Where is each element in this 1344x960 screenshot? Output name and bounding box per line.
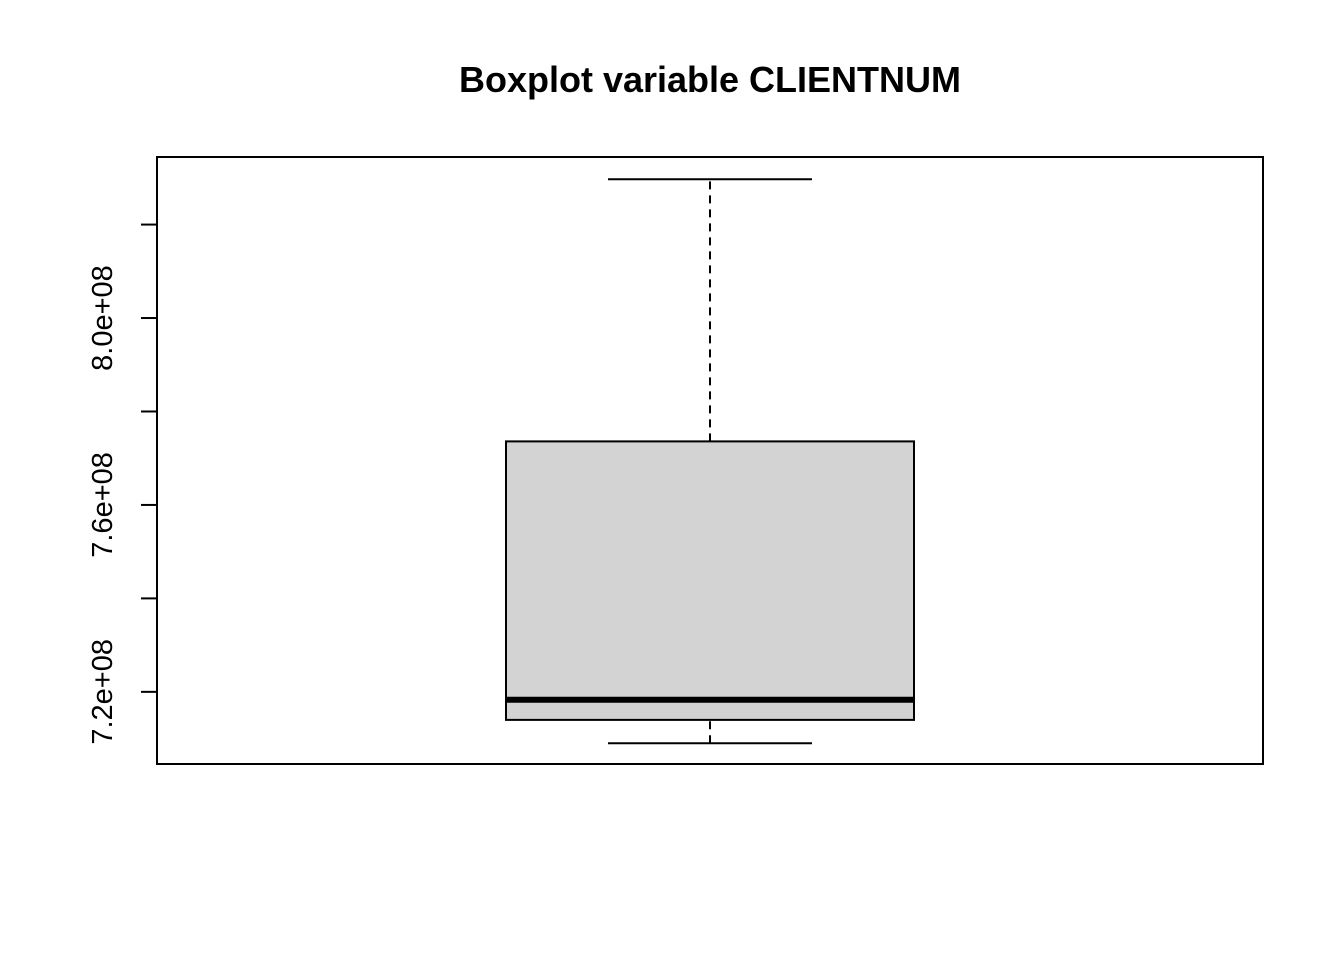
box-group: [505, 178, 915, 745]
y-tick-label: 8.0e+08: [87, 265, 119, 371]
iqr-box: [505, 440, 915, 721]
chart-title: Boxplot variable CLIENTNUM: [459, 59, 961, 100]
plot-frame: [156, 156, 1264, 765]
y-tick-label: 7.2e+08: [87, 639, 119, 745]
y-axis: 7.2e+08 7.6e+08 8.0e+08: [87, 223, 158, 745]
y-tick-label: 7.6e+08: [87, 452, 119, 558]
